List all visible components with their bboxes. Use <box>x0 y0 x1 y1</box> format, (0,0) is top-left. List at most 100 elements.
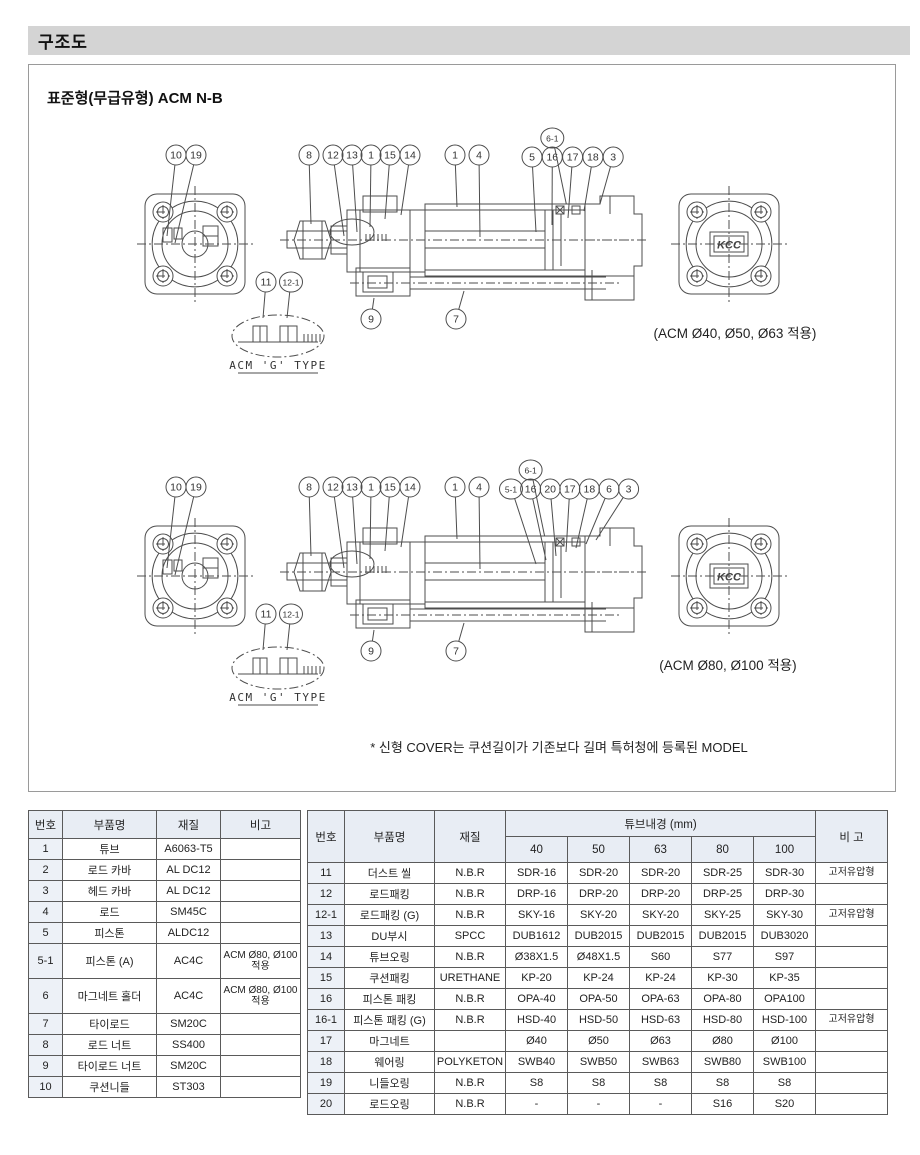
part-size: OPA-63 <box>629 988 692 1010</box>
callout-number: 10 <box>170 481 182 493</box>
part-size: Ø50 <box>567 1030 630 1052</box>
part-material: URETHANE <box>434 967 506 989</box>
part-number: 8 <box>28 1034 63 1056</box>
part-size: SDR-16 <box>505 862 568 884</box>
part-number: 18 <box>307 1051 345 1073</box>
part-material: POLYKETON <box>434 1051 506 1073</box>
part-size: SKY-25 <box>691 904 754 926</box>
part-material: ST303 <box>156 1076 221 1098</box>
part-size: SWB63 <box>629 1051 692 1073</box>
part-name: 피스톤 (A) <box>62 943 157 979</box>
part-name: 튜브 <box>62 838 157 860</box>
part-size: - <box>567 1093 630 1115</box>
bore-size-header: 50 <box>567 836 630 863</box>
part-material: N.B.R <box>434 862 506 884</box>
part-size: OPA100 <box>752 988 817 1010</box>
column-header: 비 고 <box>815 810 889 863</box>
part-material <box>434 1030 506 1052</box>
part-size: DUB3020 <box>752 925 817 947</box>
callout-number: 4 <box>476 481 482 493</box>
part-name: 로드오링 <box>344 1093 435 1115</box>
part-size: S16 <box>691 1093 754 1115</box>
part-number: 12-1 <box>307 904 345 926</box>
part-name: 로드패킹 <box>344 883 435 905</box>
detail-bubble-label: ACM 'G' TYPE <box>229 691 326 704</box>
part-note <box>220 922 301 944</box>
part-note <box>220 859 301 881</box>
part-number: 5-1 <box>28 943 63 979</box>
part-name: 로드 카바 <box>62 859 157 881</box>
part-note: 고저유압형 <box>815 1009 889 1031</box>
part-note <box>220 1013 301 1035</box>
part-size: HSD-80 <box>691 1009 754 1031</box>
callout-number: 1 <box>368 481 374 493</box>
part-note <box>220 1034 301 1056</box>
part-note <box>815 1030 889 1052</box>
part-name: 쿠션니들 <box>62 1076 157 1098</box>
part-number: 15 <box>307 967 345 989</box>
callout-number: 18 <box>587 151 599 163</box>
part-size: DUB1612 <box>505 925 568 947</box>
part-size: S97 <box>752 946 817 968</box>
part-number: 11 <box>307 862 345 884</box>
column-header: 부품명 <box>62 810 157 839</box>
part-number: 12 <box>307 883 345 905</box>
callout-number: 15 <box>384 481 396 493</box>
part-size: DUB2015 <box>691 925 754 947</box>
part-size: KP-24 <box>567 967 630 989</box>
part-size: SDR-30 <box>752 862 817 884</box>
part-size: SWB100 <box>752 1051 817 1073</box>
part-number: 10 <box>28 1076 63 1098</box>
part-size: KP-30 <box>691 967 754 989</box>
part-size: S8 <box>629 1072 692 1094</box>
part-size: S8 <box>752 1072 817 1094</box>
part-material: N.B.R <box>434 904 506 926</box>
callout-number: 19 <box>190 481 202 493</box>
callout-number: 11 <box>261 608 272 620</box>
callout-number: 6-1 <box>524 465 537 475</box>
callout-number: 11 <box>261 276 272 288</box>
part-size: DRP-25 <box>691 883 754 905</box>
kcc-logo: KCC <box>717 572 742 584</box>
callout-number: 13 <box>346 149 358 161</box>
part-name: 더스트 씰 <box>344 862 435 884</box>
part-size: Ø63 <box>629 1030 692 1052</box>
part-name: 피스톤 <box>62 922 157 944</box>
part-material: SM45C <box>156 901 221 923</box>
callout-number: 1 <box>368 149 374 161</box>
part-note <box>220 1076 301 1098</box>
callout-number: 3 <box>626 483 632 495</box>
part-number: 6 <box>28 978 63 1014</box>
part-name: 타이로드 <box>62 1013 157 1035</box>
callout-number: 6-1 <box>546 133 559 143</box>
part-size: KP-20 <box>505 967 568 989</box>
part-name: 쿠션패킹 <box>344 967 435 989</box>
part-material: AL DC12 <box>156 880 221 902</box>
part-material: N.B.R <box>434 1093 506 1115</box>
part-name: 웨어링 <box>344 1051 435 1073</box>
diagram-caption: (ACM Ø80, Ø100 적용) <box>659 658 796 673</box>
part-material: SS400 <box>156 1034 221 1056</box>
part-material: ALDC12 <box>156 922 221 944</box>
part-material: N.B.R <box>434 1072 506 1094</box>
column-header: 번호 <box>28 810 63 839</box>
bore-size-header: 100 <box>752 836 817 863</box>
section-title-bar: 구조도 <box>28 26 910 55</box>
part-note <box>815 967 889 989</box>
part-size: OPA-80 <box>691 988 754 1010</box>
callout-number: 12 <box>327 481 339 493</box>
callout-number: 14 <box>404 481 416 493</box>
